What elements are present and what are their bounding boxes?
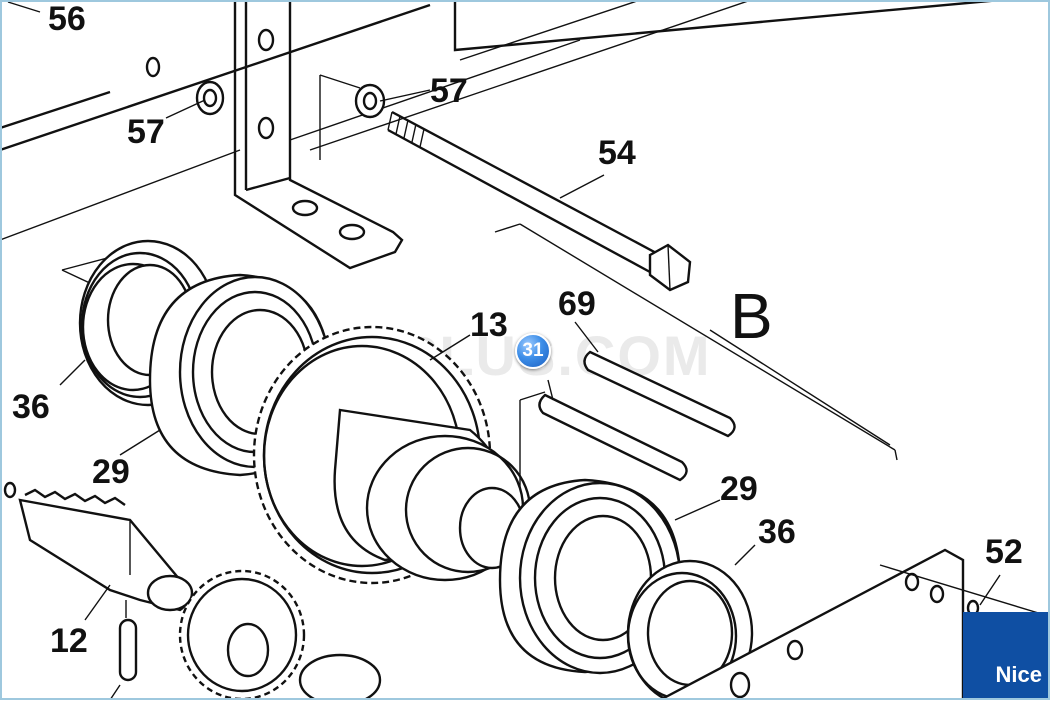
part-label-56: 56: [48, 0, 86, 38]
small-gear: [178, 569, 382, 705]
key-31: [538, 393, 688, 482]
key-69: [583, 350, 736, 438]
leader-lines: [7, 1, 1001, 621]
l-bracket: [233, 0, 404, 270]
part-label-36-left: 36: [12, 388, 50, 426]
part-label-12: 12: [50, 622, 88, 660]
part-label-36-right: 36: [758, 513, 796, 551]
part-label-29-left: 29: [92, 453, 130, 491]
part-label-29-right: 29: [720, 470, 758, 508]
pinion-shaft-12: [3, 481, 194, 612]
washer-57-left: [195, 80, 225, 116]
part-label-13: 13: [470, 306, 508, 344]
section-label: B: [730, 280, 773, 352]
bolt-54: [387, 110, 692, 292]
pin: [109, 600, 138, 701]
washer-57-right: [354, 83, 386, 119]
part-label-69: 69: [558, 285, 596, 323]
gear-13: [252, 325, 532, 585]
plate-52: [659, 548, 1046, 702]
part-label-57-right: 57: [430, 72, 468, 110]
highlight-badge[interactable]: 31: [515, 333, 551, 369]
part-label-57-left: 57: [127, 113, 165, 151]
brand-logo: Nice: [963, 612, 1050, 700]
brand-name: Nice: [995, 662, 1042, 687]
part-label-54: 54: [598, 134, 636, 172]
housing-top: [0, 0, 1001, 241]
part-label-52: 52: [985, 533, 1023, 571]
